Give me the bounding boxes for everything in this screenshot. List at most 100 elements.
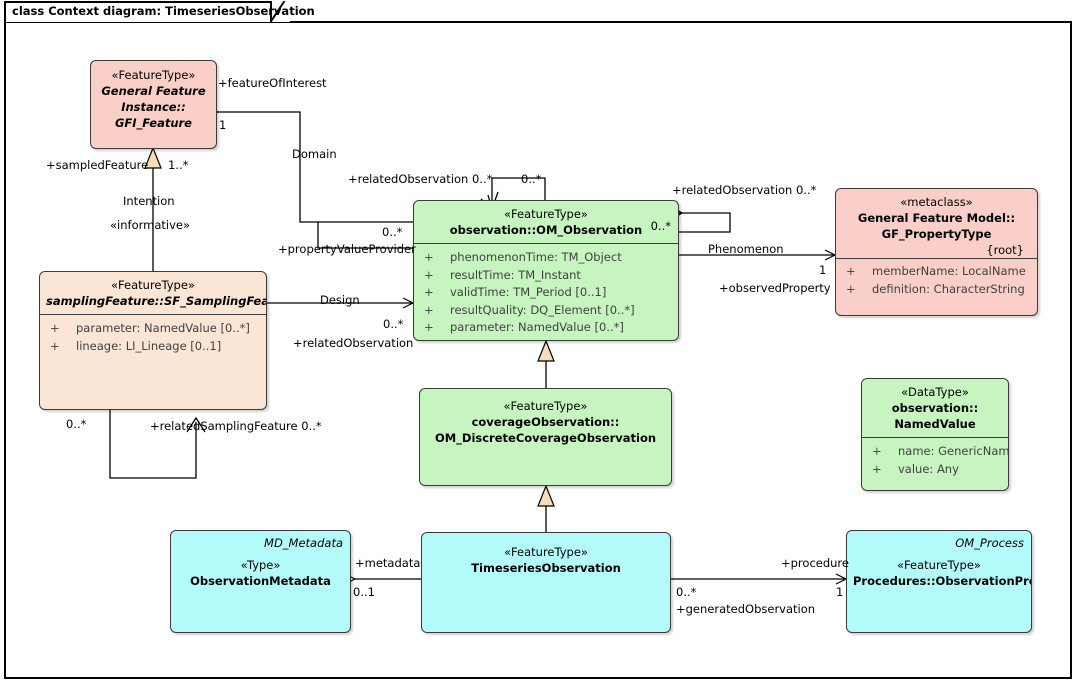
coverage-observation-name-1: coverageObservation:: (471, 415, 620, 429)
label-related-observation-top: +relatedObservation 0..* (348, 172, 493, 186)
label-related-observation-left: +relatedObservation (293, 336, 414, 350)
gfi-feature-stereotype: «FeatureType» (111, 68, 196, 82)
class-box-sampling-feature[interactable]: «FeatureType» samplingFeature::SF_Sampli… (39, 271, 267, 410)
visibility-marker: + (846, 264, 856, 278)
observation-metadata-stereotype: «Type» (240, 558, 281, 572)
gfi-feature-header: «FeatureType» General Feature Instance::… (91, 61, 216, 136)
visibility-marker: + (872, 461, 882, 476)
sampling-feature-name: samplingFeature::SF_SamplingFeature (46, 294, 266, 308)
label-metadata: +metadata (355, 556, 421, 570)
timeseries-observation-stereotype: «FeatureType» (504, 545, 588, 559)
label-property-value-provider-mult: 0..* (382, 225, 403, 239)
visibility-marker: + (50, 321, 60, 335)
observation-process-stereotype: «FeatureType» (897, 558, 981, 572)
attribute-row: + value: Any (866, 461, 1004, 479)
sampling-feature-stereotype: «FeatureType» (111, 278, 195, 292)
attribute-text: lineage: LI_Lineage [0..1] (76, 338, 222, 353)
named-value-name-1: observation:: (891, 401, 979, 415)
sampling-feature-attributes: + parameter: NamedValue [0..*] + lineage: … (40, 315, 266, 360)
label-generated-observation-mult: 0..* (676, 585, 697, 599)
gfi-feature-name-3: GFI_Feature (114, 116, 192, 130)
visibility-marker: + (424, 250, 434, 264)
label-observed-property: +observedProperty (719, 281, 831, 295)
class-box-coverage-observation[interactable]: «FeatureType» coverageObservation:: OM_D… (419, 388, 672, 486)
class-box-gfi-feature[interactable]: «FeatureType» General Feature Instance::… (90, 60, 217, 149)
label-related-observation-top-mult: 0..* (521, 172, 542, 186)
om-observation-corner-multiplicity: 0..* (650, 219, 671, 233)
label-sampled-feature-mult: 1..* (168, 158, 189, 172)
label-foi-multiplicity: 1 (219, 118, 227, 132)
title-tab-slant (270, 1, 290, 22)
attribute-text: parameter: NamedValue [0..*] (76, 321, 250, 335)
coverage-observation-name-2: OM_DiscreteCoverageObservation (434, 431, 657, 445)
visibility-marker: + (424, 285, 434, 299)
class-box-named-value[interactable]: «DataType» observation:: NamedValue +nam… (861, 378, 1009, 491)
observation-metadata-header: MD_Metadata «Type» ObservationMetadata (171, 531, 350, 594)
attribute-text: parameter: NamedValue [0..*] (450, 320, 624, 334)
attribute-row: + definition: CharacterString (840, 281, 1033, 299)
attribute-row: + parameter: NamedValue [0..*] (418, 319, 674, 337)
label-procedure: +procedure (781, 556, 849, 570)
om-observation-header: «FeatureType» observation::OM_Observatio… (414, 201, 678, 244)
attribute-row: + resultQuality: DQ_Element [0..*] (418, 302, 674, 320)
class-box-gf-propertytype[interactable]: «metaclass» General Feature Model:: GF_P… (835, 188, 1038, 316)
label-feature-of-interest: +featureOfInterest (218, 76, 327, 90)
label-property-value-provider: +propertyValueProvider (278, 242, 416, 256)
attribute-row: + memberName: LocalName (840, 263, 1033, 281)
visibility-marker: + (424, 302, 434, 317)
label-intention: Intention (123, 194, 175, 208)
named-value-name-2: NamedValue (894, 417, 976, 431)
named-value-stereotype: «DataType» (901, 385, 969, 399)
observation-process-corner-label: OM_Process (955, 536, 1024, 550)
attribute-text: resultTime: TM_Instant (450, 267, 581, 282)
class-box-om-observation[interactable]: «FeatureType» observation::OM_Observatio… (413, 200, 679, 341)
attribute-row: + validTime: TM_Period [0..1] (418, 284, 674, 302)
gf-propertytype-header: «metaclass» General Feature Model:: GF_P… (836, 189, 1037, 259)
label-procedure-mult: 1 (836, 585, 844, 599)
label-related-sampling-feature: +relatedSamplingFeature 0..* (150, 419, 322, 433)
label-related-sampling-feature-mult: 0..* (66, 417, 87, 431)
label-design: Design (320, 293, 360, 307)
attribute-row: +resultTime: TM_Instant (418, 267, 674, 285)
visibility-marker: + (50, 338, 60, 353)
label-phenomenon: Phenomenon (708, 242, 784, 256)
attribute-text: memberName: LocalName (872, 264, 1026, 278)
attribute-row: + parameter: NamedValue [0..*] (44, 320, 262, 338)
gf-propertytype-attributes: + memberName: LocalName + definition: Char… (836, 259, 1037, 303)
class-box-observation-metadata[interactable]: MD_Metadata «Type» ObservationMetadata (170, 530, 351, 633)
attribute-text: value: Any (898, 461, 959, 476)
visibility-marker: + (424, 320, 434, 334)
om-observation-stereotype: «FeatureType» (504, 207, 588, 221)
attribute-row: +name: GenericName (866, 443, 1008, 461)
timeseries-observation-name: TimeseriesObservation (471, 561, 621, 575)
attribute-row: + phenomenonTime: TM_Object (418, 249, 674, 267)
gf-propertytype-stereotype: «metaclass» (900, 195, 973, 209)
label-related-observation-left-mult: 0..* (383, 317, 404, 331)
observation-process-header: OM_Process «FeatureType» Procedures::Obs… (847, 531, 1031, 594)
attribute-text: phenomenonTime: TM_Object (450, 250, 622, 264)
attribute-text: resultQuality: DQ_Element [0..*] (450, 302, 635, 317)
gfi-feature-name-1: General Feature (101, 84, 206, 98)
observation-metadata-name: ObservationMetadata (190, 574, 331, 588)
coverage-observation-stereotype: «FeatureType» (503, 399, 588, 413)
title-tab-body (4, 1, 272, 22)
label-sampled-feature: +sampledFeature (46, 158, 149, 172)
sampling-feature-header: «FeatureType» samplingFeature::SF_Sampli… (40, 272, 266, 315)
label-domain: Domain (292, 147, 337, 161)
label-generated-observation: +generatedObservation (676, 602, 816, 616)
observation-process-name: Procedures::ObservationProcess (853, 574, 1031, 588)
named-value-attributes: +name: GenericName + value: Any (862, 438, 1008, 483)
named-value-header: «DataType» observation:: NamedValue (862, 379, 1008, 438)
label-related-observation-right: +relatedObservation 0..* (672, 183, 817, 197)
class-box-timeseries-observation[interactable]: «FeatureType» TimeseriesObservation (421, 532, 671, 633)
class-box-observation-process[interactable]: OM_Process «FeatureType» Procedures::Obs… (846, 530, 1032, 633)
visibility-marker: + (872, 444, 882, 458)
gfi-feature-name-2: Instance:: (121, 100, 186, 114)
observation-metadata-corner-label: MD_Metadata (264, 536, 343, 550)
attribute-text: validTime: TM_Period [0..1] (450, 285, 607, 299)
attribute-text: definition: CharacterString (872, 281, 1025, 296)
visibility-marker: + (846, 281, 856, 296)
gf-propertytype-name-2: GF_PropertyType (881, 227, 992, 241)
coverage-observation-header: «FeatureType» coverageObservation:: OM_D… (420, 389, 671, 451)
